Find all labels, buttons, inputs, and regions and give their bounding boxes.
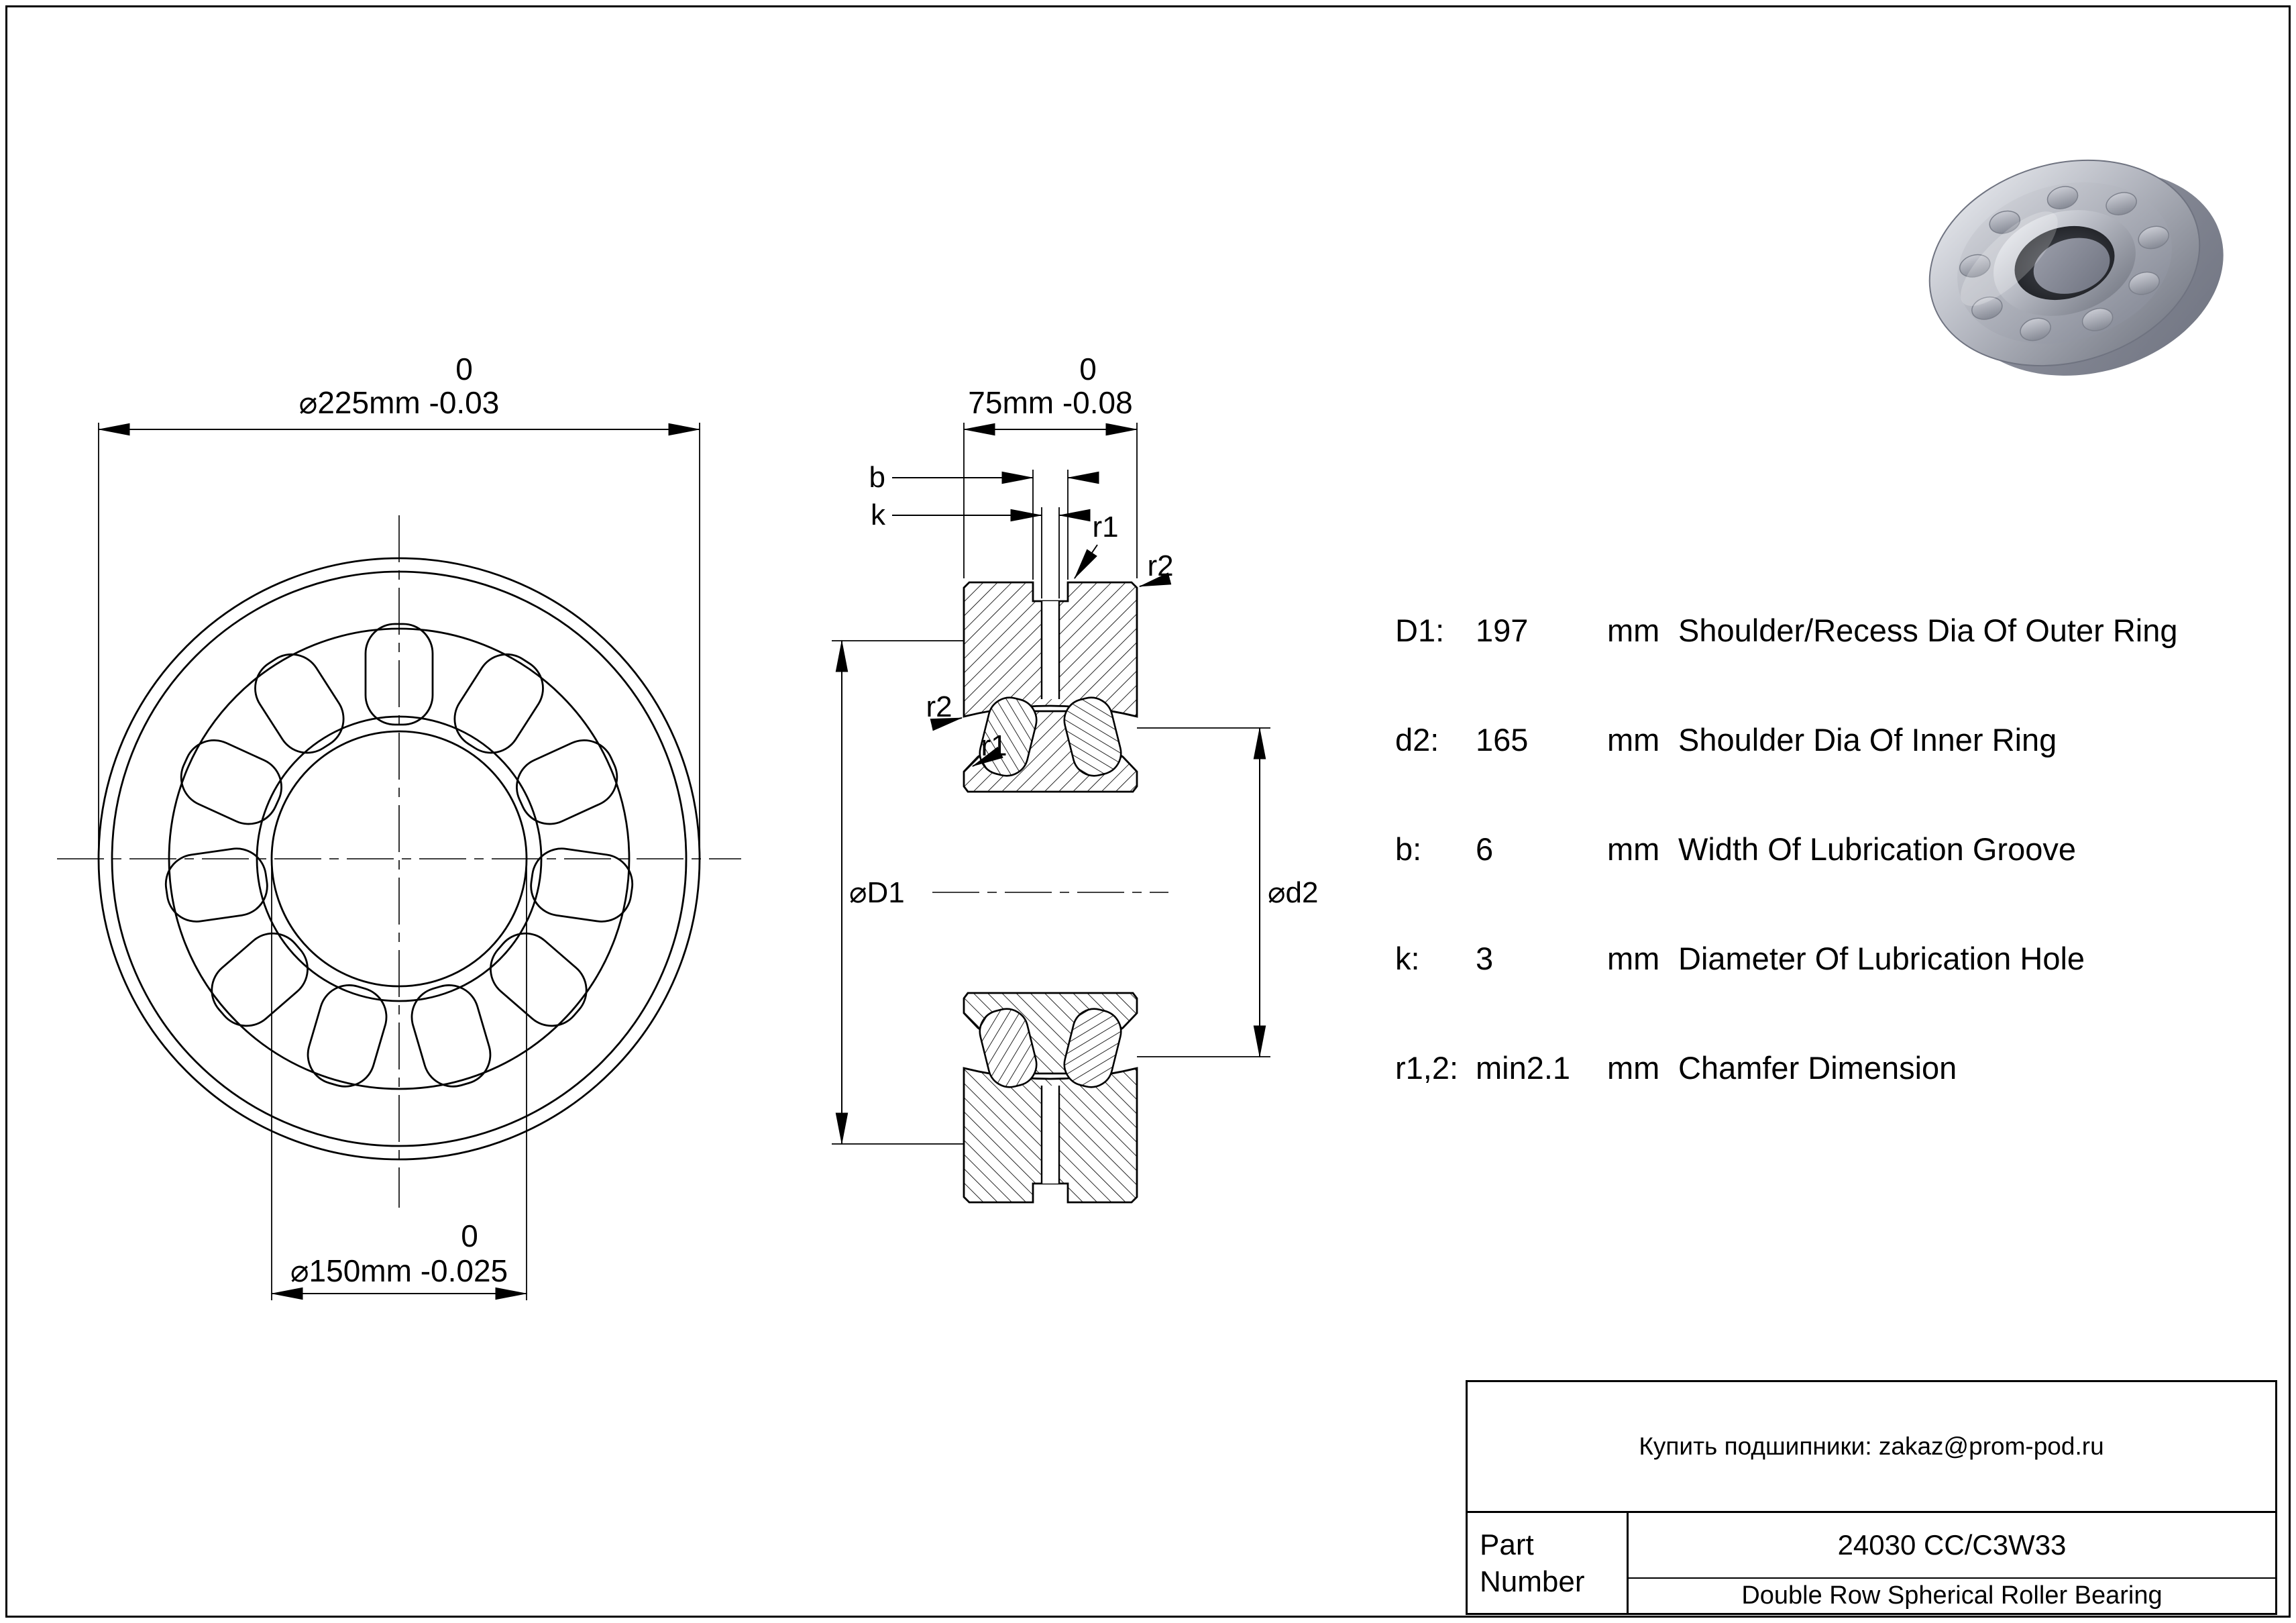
outer-ring-raceway-circle [168, 627, 631, 1090]
spec-desc: Chamfer Dimension [1678, 1050, 1957, 1086]
spec-param: d2: [1395, 722, 1439, 757]
label-r1-left: r1 [981, 729, 1007, 762]
label-k: k [871, 499, 886, 531]
outer-ring-chamfer-circle [111, 570, 688, 1147]
spec-value: 6 [1476, 831, 1494, 867]
spec-value: 197 [1476, 613, 1529, 648]
part-number-value: 24030 CC/C3W33 [1837, 1529, 2067, 1561]
dim-outer-upper-tolerance: 0 [455, 352, 473, 386]
leader-line [1074, 544, 1098, 580]
dim-bore-diameter: 0 ⌀150mm -0.025 [270, 863, 528, 1300]
roller [254, 653, 345, 754]
chamfer-labels: r1 r2 r2 r1 [926, 511, 1174, 767]
dim-width-label: 75mm -0.08 [968, 385, 1132, 420]
dim-hole-k: k [871, 499, 1091, 598]
spec-desc: Diameter Of Lubrication Hole [1678, 941, 2085, 976]
dim-width-upper-tolerance: 0 [1079, 352, 1097, 386]
label-r2-left: r2 [926, 690, 952, 723]
part-number-cell: 24030 CC/C3W33 Double Row Spherical Roll… [1629, 1513, 2275, 1613]
part-number-label: Part Number [1468, 1513, 1629, 1613]
front-view [57, 515, 741, 1208]
bearing-3d-image [1928, 159, 2224, 376]
roller [530, 847, 634, 923]
section-half [963, 581, 1138, 793]
spec-row-k: k: 3 mm Diameter Of Lubrication Hole [1395, 940, 2287, 977]
spec-row-d2: d2: 165 mm Shoulder Dia Of Inner Ring [1395, 721, 2287, 758]
spec-param: r1,2: [1395, 1050, 1459, 1086]
dim-outer-diameter: 0 ⌀225mm -0.03 [97, 352, 701, 855]
spec-unit: mm [1607, 613, 1660, 648]
bore-circle [270, 730, 528, 988]
title-block: Купить подшипники: zakaz@prom-pod.ru Par… [1466, 1380, 2277, 1615]
label-r1-top: r1 [1092, 511, 1118, 543]
roller [490, 932, 588, 1027]
spec-row-b: b: 6 mm Width Of Lubrication Groove [1395, 831, 2287, 868]
label-D1: ⌀D1 [849, 876, 905, 909]
roller [307, 984, 388, 1088]
contact-line: Купить подшипники: zakaz@prom-pod.ru [1468, 1382, 2275, 1513]
roller [411, 984, 492, 1088]
spec-param: b: [1395, 831, 1422, 867]
spec-desc: Shoulder Dia Of Inner Ring [1678, 722, 2057, 757]
outer-ring-od-circle [97, 557, 701, 1161]
dim-groove-b: b [869, 461, 1099, 580]
spec-unit: mm [1607, 1050, 1660, 1086]
spec-unit: mm [1607, 831, 1660, 867]
page-border [5, 5, 2291, 1618]
lubrication-hole [1042, 601, 1059, 699]
roller [211, 932, 309, 1027]
roller [364, 623, 434, 726]
spec-value: min2.1 [1476, 1050, 1571, 1086]
section-view [932, 581, 1168, 1204]
roller [453, 653, 544, 754]
leader-line [930, 717, 963, 731]
spec-unit: mm [1607, 722, 1660, 757]
spec-row-D1: D1: 197 mm Shoulder/Recess Dia Of Outer … [1395, 612, 2287, 649]
roller [164, 847, 268, 923]
spec-desc: Width Of Lubrication Groove [1678, 831, 2076, 867]
leader-line [971, 746, 1003, 767]
spec-desc: Shoulder/Recess Dia Of Outer Ring [1678, 613, 2178, 648]
spec-param: k: [1395, 941, 1420, 976]
spec-value: 165 [1476, 722, 1529, 757]
dim-D1: ⌀D1 [832, 639, 964, 1145]
roller [180, 739, 282, 825]
spec-value: 3 [1476, 941, 1494, 976]
leader-line [1138, 572, 1172, 587]
spec-param: D1: [1395, 613, 1445, 648]
label-r2-top: r2 [1147, 549, 1173, 582]
title-block-bottom: Part Number 24030 CC/C3W33 Double Row Sp… [1468, 1513, 2275, 1613]
spec-row-r12: r1,2: min2.1 mm Chamfer Dimension [1395, 1049, 2287, 1086]
dim-width: 0 75mm -0.08 [963, 352, 1138, 578]
roller [516, 739, 618, 825]
inner-ring-shoulder-circle [256, 715, 543, 1002]
spec-unit: mm [1607, 941, 1660, 976]
spec-list: D1: 197 mm Shoulder/Recess Dia Of Outer … [1395, 612, 2287, 1086]
dim-bore-upper-tolerance: 0 [461, 1218, 478, 1253]
roller-ring [164, 623, 634, 1088]
bearing-3d-rollers [1959, 186, 2169, 342]
label-d2: ⌀d2 [1268, 876, 1318, 909]
dim-d2: ⌀d2 [1137, 727, 1318, 1058]
bearing-description: Double Row Spherical Roller Bearing [1629, 1577, 2275, 1613]
label-b: b [869, 461, 885, 494]
dim-bore-label: ⌀150mm -0.025 [290, 1253, 508, 1288]
section-roller-right [1063, 696, 1122, 777]
dim-outer-label: ⌀225mm -0.03 [299, 385, 500, 420]
